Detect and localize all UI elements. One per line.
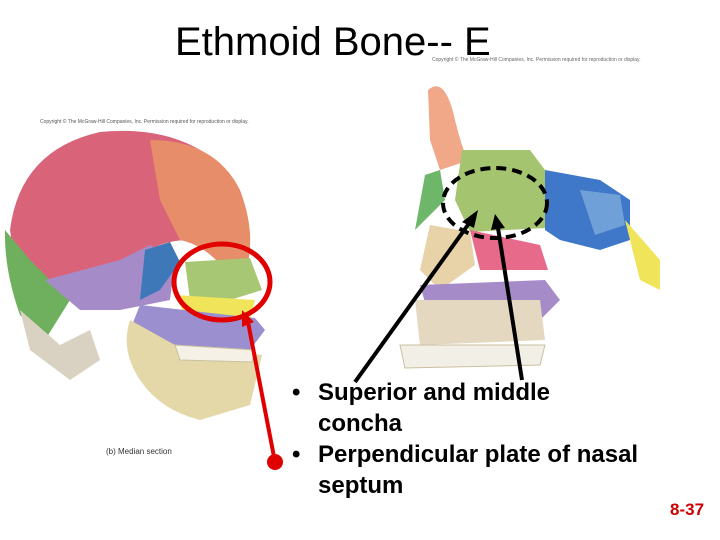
black-arrow-right-shaft — [496, 227, 524, 381]
mandible — [126, 320, 263, 420]
sphenoid-sinus — [580, 190, 625, 235]
red-annotation — [171, 241, 283, 470]
dashed-circle-highlight — [441, 166, 549, 240]
bullet-dot-icon: • — [292, 379, 301, 406]
bullet-item-1: • Superior and middle concha — [292, 377, 718, 439]
teeth — [174, 344, 256, 363]
black-arrow-right-head — [491, 214, 505, 230]
teeth-right — [399, 344, 546, 369]
copyright-notice-top: Copyright © The McGraw-Hill Companies, I… — [432, 57, 641, 63]
frontal-bone — [150, 140, 251, 270]
nasal-cavity-section — [399, 86, 660, 369]
black-arrow-left-shaft — [353, 220, 472, 384]
bullet-text-1: Superior and middle concha — [318, 379, 551, 437]
bullet-list: • Superior and middle concha • Perpendic… — [292, 377, 718, 501]
slide-title: Ethmoid Bone-- E — [175, 20, 491, 64]
bullet-dot-icon: • — [292, 441, 301, 468]
cervical-region — [20, 310, 100, 380]
frontal-bone-right — [428, 86, 470, 170]
skull-median-section — [4, 130, 265, 420]
red-arrow-head — [242, 310, 254, 327]
maxilla-right — [415, 300, 545, 345]
black-arrow-left-head — [462, 210, 478, 228]
black-annotation — [353, 166, 549, 384]
middle-concha — [470, 230, 548, 270]
copyright-notice-left: Copyright © The McGraw-Hill Companies, I… — [40, 119, 249, 125]
red-arrow-anchor — [267, 454, 283, 470]
red-arrow-shaft — [246, 321, 277, 463]
bullet-item-2: • Perpendicular plate of nasal septum — [292, 439, 718, 501]
figure-caption: (b) Median section — [106, 447, 172, 456]
sphenoid-bone — [140, 242, 180, 300]
page-number: 8-37 — [670, 500, 705, 519]
ethmoid-bone — [185, 258, 262, 300]
bullet-text-2: Perpendicular plate of nasal septum — [318, 441, 639, 499]
red-circle-highlight — [171, 241, 273, 323]
nasal-bone — [415, 170, 445, 230]
occipital-yellow — [625, 220, 660, 290]
